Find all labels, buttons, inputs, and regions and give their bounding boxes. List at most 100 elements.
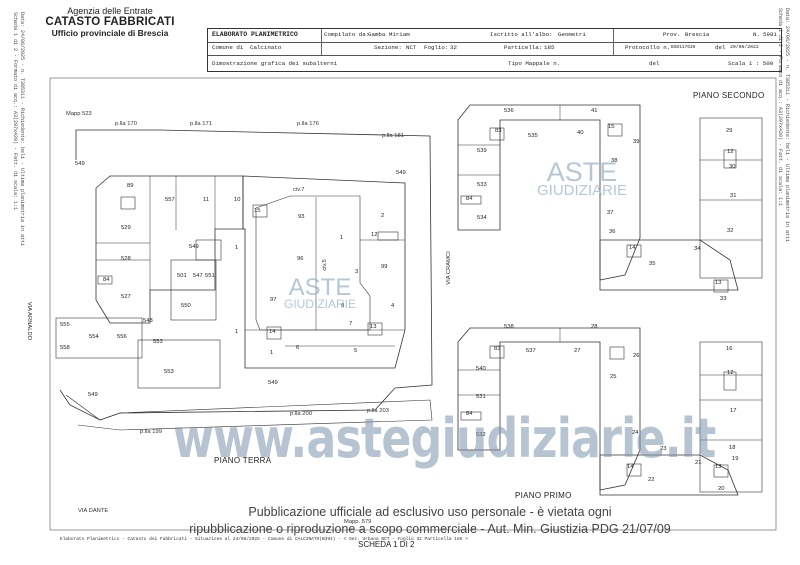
unit-number-terra: 6	[296, 345, 299, 351]
sezione-label: Sezione:	[374, 44, 402, 51]
unit-number-primo: 16	[726, 346, 732, 352]
comune-label: Comune di	[212, 44, 244, 51]
secondo-stair-2	[460, 195, 482, 205]
unit-number-primo: 531	[476, 394, 486, 400]
via-left-label: VIA ARNALDO	[26, 301, 33, 341]
terra-annex-4	[195, 239, 222, 261]
prov-value: Brescia	[685, 31, 710, 38]
primo-stair-6	[723, 371, 737, 391]
tipo-mappale-label: Tipo Mappale n.	[508, 60, 561, 67]
foglio-value: 32	[450, 44, 457, 51]
site-watermark: www.astegiudiziarie.it	[173, 407, 716, 470]
iscritto-value: Geometri	[558, 31, 586, 38]
unit-number-terra: 99	[381, 264, 387, 270]
right-margin-text: Data: 24/06/2025 - n. T385311 - Richiede…	[784, 8, 790, 243]
plla-203-label: p.lla 203	[367, 408, 389, 414]
unit-number-terra: 8	[341, 303, 344, 309]
unit-number-terra: 548	[143, 318, 153, 324]
civ-5-label: civ.5	[321, 259, 328, 271]
protocollo-label: Protocollo n.	[625, 44, 671, 51]
primo-stair-2	[460, 411, 482, 421]
unit-number-terra: 10	[234, 197, 240, 203]
office-province: Ufficio provinciale di Brescia	[51, 28, 169, 38]
unit-number-secondo: 38	[611, 158, 617, 164]
compilato-label: Compilato da:	[324, 31, 370, 38]
terra-lot-boundary	[59, 129, 433, 421]
unit-number-secondo: 12	[727, 149, 733, 155]
terra-stair-4	[97, 275, 113, 285]
unit-number-terra: 14	[269, 329, 276, 335]
unit-number-terra: 556	[117, 334, 127, 340]
mapp-523-label: Mapp 523	[66, 111, 92, 117]
unit-number-secondo: 35	[649, 261, 655, 267]
secondo-stair-4	[626, 244, 642, 258]
scala-label: Scala 1 : 500	[728, 60, 774, 67]
footer-line: Elaborato Planimetrico - Catasto dei Fab…	[60, 537, 468, 542]
drawing-frame	[49, 77, 777, 531]
dimostrazione-text: Dimostrazione grafica dei subalterni	[212, 60, 338, 67]
mapp-579-label: Mapp. 579	[344, 519, 372, 525]
unit-number-terra: 554	[89, 334, 99, 340]
unit-number-primo: 23	[660, 446, 666, 452]
left-margin-text: Data: 24/06/2025 - n. T385311 - Richiede…	[19, 12, 25, 247]
unit-number-secondo: 36	[609, 229, 615, 235]
agency-name: Agenzia delle Entrate	[67, 6, 153, 16]
unit-number-primo: 22	[648, 477, 654, 483]
terra-stair-6	[367, 322, 383, 336]
unit-number-primo: 12	[727, 370, 733, 376]
unit-number-terra: 11	[203, 197, 209, 203]
plla-200-label: p.lla 200	[290, 411, 312, 417]
iscritto-label: Iscritto all'albo:	[490, 31, 553, 38]
unit-number-terra: 550	[181, 303, 191, 309]
n-label: N.	[753, 31, 760, 38]
unit-number-terra: 93	[298, 214, 304, 220]
unit-number-terra: 549	[75, 161, 85, 167]
unit-number-primo: 20	[718, 486, 724, 492]
unit-number-primo: 13	[715, 464, 721, 470]
right-margin-text-2: Scheda 1 di 2 - Formato di acq.: A3(297x…	[777, 8, 783, 207]
secondo-stair-5	[713, 279, 729, 293]
unit-number-terra: 1	[340, 235, 343, 241]
unit-number-primo: 532	[476, 432, 486, 438]
civ-7-label: civ.7	[293, 187, 305, 193]
unit-number-secondo: 41	[591, 108, 597, 114]
unit-number-secondo: 533	[477, 182, 487, 188]
unit-number-secondo: 84	[466, 196, 473, 202]
unit-number-terra: 97	[270, 297, 276, 303]
unit-number-terra: 549	[396, 170, 406, 176]
terra-annex	[55, 317, 143, 359]
del-label: del	[715, 44, 726, 51]
catasto-title: CATASTO FABBRICATI	[45, 16, 175, 28]
unit-number-primo: 19	[732, 456, 738, 462]
unit-number-primo: 537	[526, 348, 536, 354]
plla-199-label: p.lla 199	[140, 429, 162, 435]
unit-number-terra: 1	[235, 245, 238, 251]
unit-number-terra: 553	[164, 369, 174, 375]
terra-stair-2	[252, 204, 268, 218]
unit-number-terra: 5	[354, 348, 357, 354]
unit-number-primo: 24	[632, 430, 639, 436]
unit-number-secondo: 83	[495, 128, 501, 134]
n-value: 5981	[763, 31, 777, 38]
del-value: 20/06/2022	[730, 45, 759, 50]
unit-number-secondo: 37	[607, 210, 613, 216]
header-title: ELABORATO PLANIMETRICO	[212, 31, 298, 38]
terra-courtyard	[255, 195, 371, 331]
unit-number-primo: 21	[695, 460, 701, 466]
plla-171-label: p.lla 171	[190, 121, 212, 127]
unit-number-secondo: 33	[720, 296, 726, 302]
terra-stair-1	[120, 196, 136, 210]
unit-number-terra: 551	[205, 273, 215, 279]
terra-annex-2	[137, 339, 221, 389]
unit-number-secondo: 29	[726, 128, 732, 134]
primo-stair-5	[713, 464, 729, 478]
terra-block-east	[242, 175, 406, 369]
primo-stair-1	[489, 345, 505, 359]
prov-label: Prov.	[663, 31, 681, 38]
piano-primo-label: PIANO PRIMO	[515, 491, 572, 500]
notice-line-2: ripubblicazione o riproduzione a scopo c…	[189, 522, 671, 536]
unit-number-secondo: 14	[629, 245, 636, 251]
primo-east-building	[699, 341, 763, 493]
primo-stair-4	[626, 463, 642, 477]
